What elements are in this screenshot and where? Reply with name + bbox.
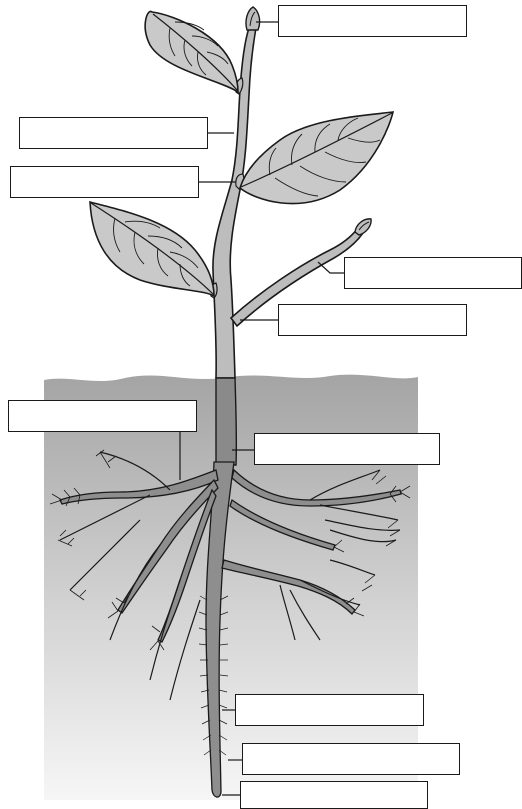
leaf-icon <box>240 112 393 204</box>
label-box-branch[interactable] <box>344 257 522 289</box>
label-box-root-hairs[interactable] <box>235 694 424 726</box>
leaf-icon <box>90 202 214 296</box>
label-box-lateral-root[interactable] <box>8 400 197 432</box>
leaf-icon <box>145 11 238 92</box>
label-box-stem[interactable] <box>19 117 208 149</box>
label-box-axillary-bud[interactable] <box>10 166 199 198</box>
label-box-terminal-bud[interactable] <box>278 5 467 37</box>
label-box-node[interactable] <box>278 304 467 336</box>
terminal-bud-icon <box>246 7 260 30</box>
label-box-root-cap[interactable] <box>240 781 428 809</box>
branch-bud-icon <box>355 219 371 235</box>
label-box-primary-root[interactable] <box>254 433 440 465</box>
underground-stem <box>216 378 236 465</box>
label-box-zone[interactable] <box>242 743 460 775</box>
